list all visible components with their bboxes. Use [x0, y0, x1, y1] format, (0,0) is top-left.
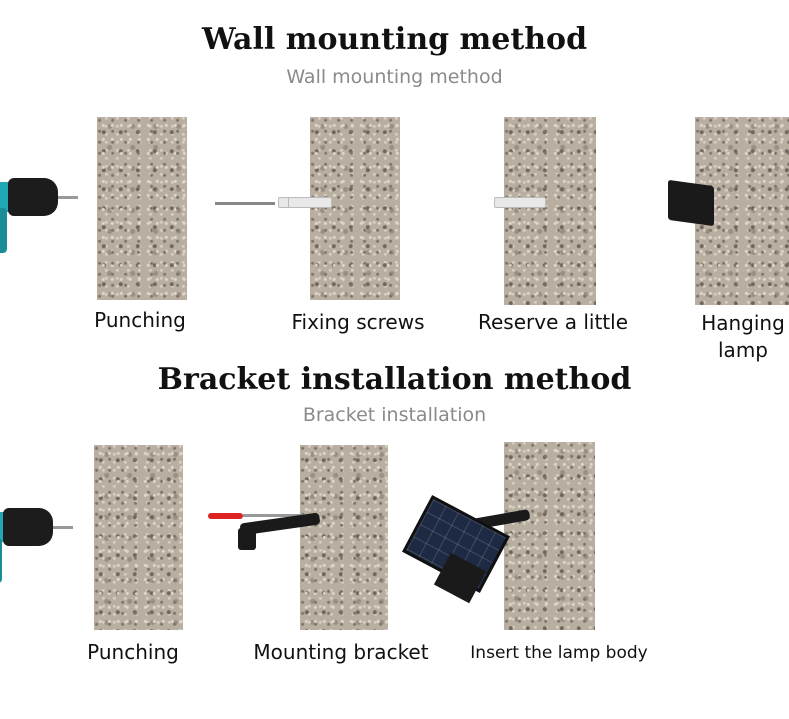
step-label: Insert the lamp body [470, 643, 648, 663]
wall-section-subtitle: Wall mounting method [286, 66, 503, 88]
wall-section-title: Wall mounting method [201, 22, 588, 57]
step-label-line: Hanging [701, 311, 785, 335]
wall-panel [504, 442, 595, 630]
bracket-section-title: Bracket installation method [157, 362, 632, 397]
lamp-illustration [668, 179, 714, 227]
bracket-section-subtitle: Bracket installation [302, 404, 487, 426]
step-label: Reserve a little [477, 310, 629, 334]
step-label: Fixing screws [291, 310, 425, 334]
wall-panel [695, 117, 789, 305]
wall-panel [94, 445, 183, 630]
wall-anchor-illustration [288, 197, 332, 208]
step-label-line: lamp [718, 338, 768, 362]
bracket-base [238, 528, 256, 550]
step-label: Hanging lamp [701, 310, 785, 364]
step-label: Punching [94, 308, 186, 332]
wall-panel [300, 445, 388, 630]
wall-anchor-illustration [494, 197, 546, 208]
screw-illustration [215, 202, 275, 205]
wall-panel [310, 117, 400, 300]
wall-panel [97, 117, 187, 300]
wall-panel [504, 117, 596, 305]
screwdriver-shaft [243, 514, 303, 517]
step-label: Punching [87, 640, 179, 664]
step-label: Mounting bracket [253, 640, 429, 664]
screwdriver-illustration [208, 513, 243, 519]
